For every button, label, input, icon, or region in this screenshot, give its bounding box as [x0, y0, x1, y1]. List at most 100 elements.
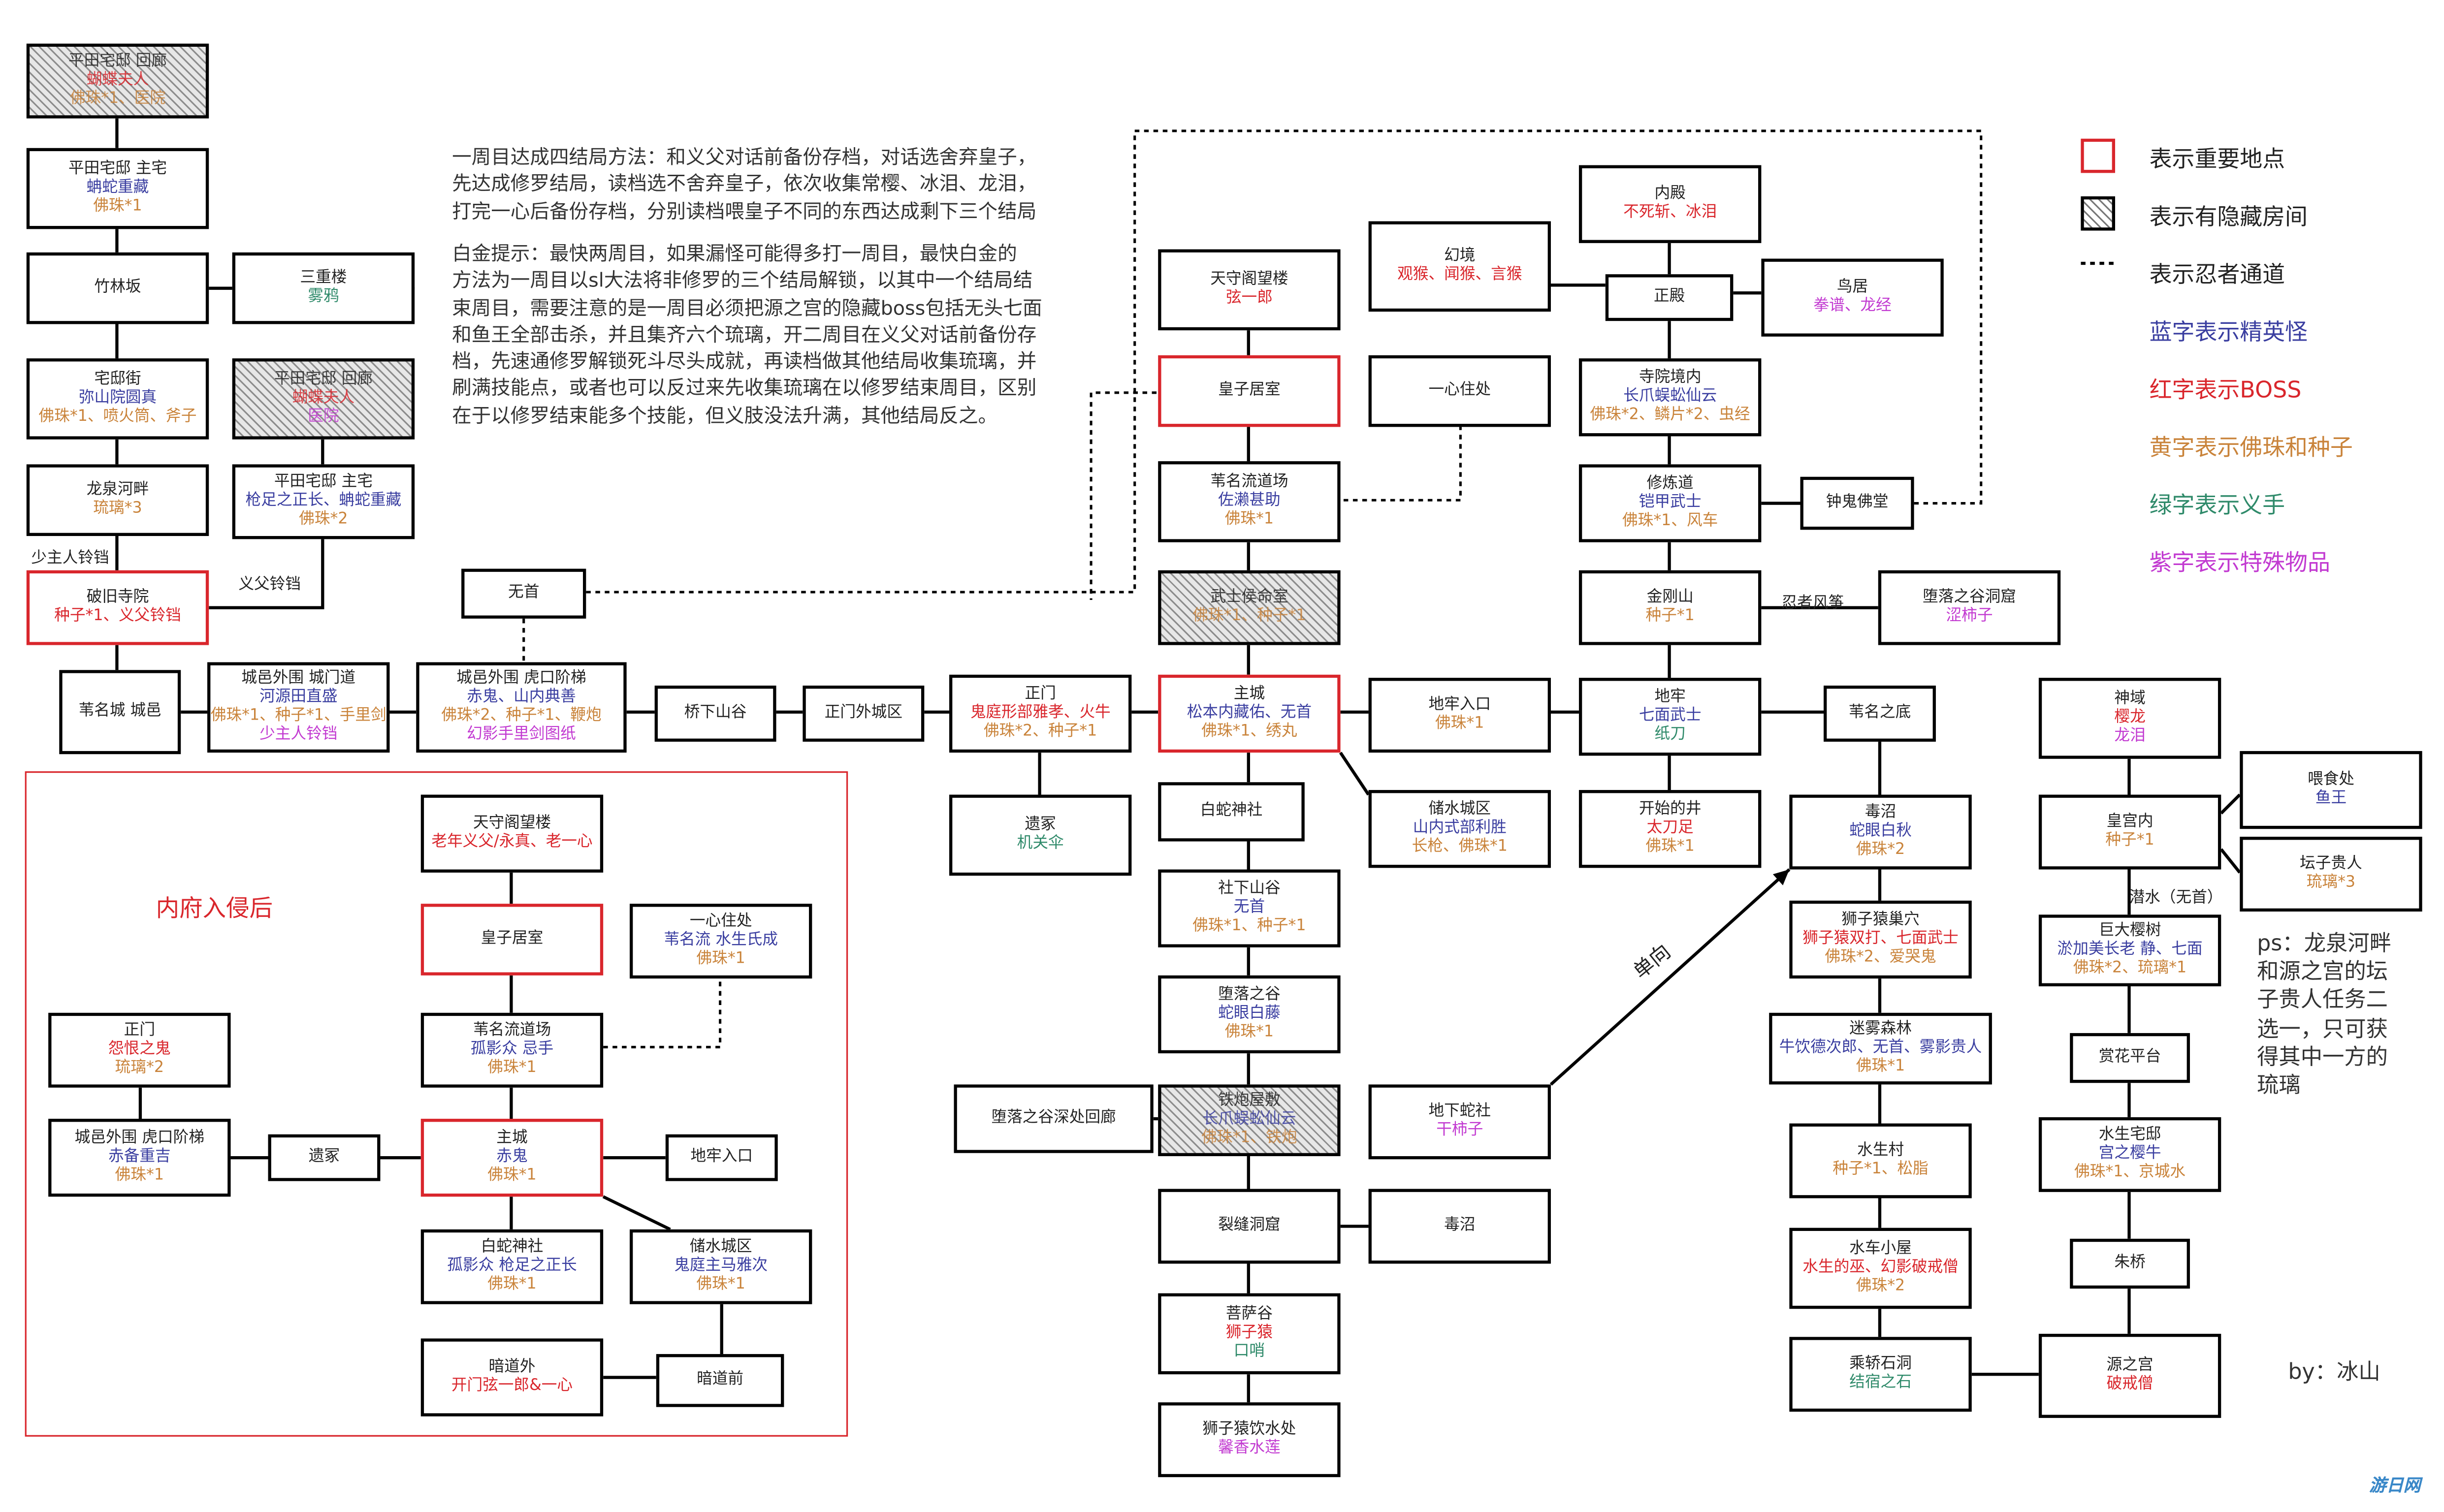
ps-line: ps：龙泉河畔 [2257, 932, 2391, 957]
node-detail: 雾鸦 [308, 288, 339, 306]
location-node-n21: 苇名流道场佐濑甚助佛珠*1 [1158, 461, 1341, 542]
node-title: 正门 [124, 1021, 155, 1039]
node-title: 堕落之谷 [1218, 986, 1281, 1003]
node-title: 遗冢 [1025, 816, 1056, 834]
connector-line [2219, 848, 2241, 874]
location-node-n3: 竹林坂 [26, 252, 209, 324]
note-line: 白金提示：最快两周目，如果漏怪可能得多打一周目，最快白金的 [452, 241, 1017, 265]
node-detail: 结宿之石 [1849, 1374, 1912, 1392]
node-detail: 水生的巫、幻影破戒僧 [1802, 1259, 1959, 1276]
node-title: 地牢 [1654, 688, 1686, 706]
node-title: 开始的井 [1639, 800, 1702, 818]
node-detail: 河源田直盛 [259, 688, 338, 706]
location-node-n44: 堕落之谷洞窟涩柿子 [1878, 570, 2061, 645]
node-detail: 弦一郎 [1225, 289, 1273, 307]
node-title: 朱桥 [2114, 1254, 2146, 1271]
node-title: 社下山谷 [1218, 880, 1281, 897]
node-title: 储水城区 [689, 1238, 752, 1256]
note-line: 束周目，需要注意的是一周目必须把源之宫的隐藏boss包括无头七面 [452, 295, 1042, 319]
node-detail: 干柿子 [1436, 1122, 1483, 1139]
location-node-n32: 地下蛇社干柿子 [1368, 1084, 1551, 1160]
node-detail: 鬼庭主马雅次 [674, 1257, 768, 1275]
node-detail: 佛珠*1 [696, 950, 745, 968]
node-detail: 松本内藏佑、无首 [1187, 704, 1312, 722]
ps-line: 得其中一方的 [2257, 1045, 2388, 1071]
node-title: 暗道前 [697, 1371, 744, 1388]
node-detail: 佛珠*1 [1435, 715, 1484, 732]
node-detail: 佛珠*2、鳞片*2、虫经 [1590, 407, 1750, 424]
node-detail: 医院 [308, 408, 339, 426]
node-detail: 长爪蜈蚣仙云 [1623, 387, 1717, 405]
node-detail: 纸刀 [1654, 726, 1686, 744]
location-node-n12: 城邑外围 城门道河源田直盛佛珠*1、种子*1、手里剑少主人铃铛 [207, 662, 390, 753]
node-detail: 佛珠*1 [115, 1167, 164, 1185]
node-title: 竹林坂 [94, 279, 141, 296]
location-node-n29: 裂缝洞窟 [1158, 1189, 1341, 1264]
node-detail: 蚺蛇重藏 [86, 179, 149, 196]
legend-item: 紫字表示特殊物品 [2149, 551, 2330, 577]
node-detail: 宫之樱牛 [2098, 1145, 2161, 1163]
note-four-endings: 一周目达成四结局方法：和义父对话前备份存档，对话选舍弃皇子， 先达成修罗结局，读… [452, 143, 1036, 224]
invasion-region [25, 771, 848, 1437]
node-detail: 佛珠*1、绣丸 [1201, 723, 1297, 741]
node-detail: 蛇眼白秋 [1849, 822, 1912, 840]
node-detail: 鱼王 [2315, 790, 2347, 807]
node-detail: 牛饮德次郎、无首、雾影贵人 [1779, 1039, 1982, 1057]
note-platinum: 白金提示：最快两周目，如果漏怪可能得多打一周目，最快白金的 方法为一周目以sl大… [452, 240, 1042, 428]
location-node-n24: 白蛇神社 [1158, 782, 1305, 842]
node-detail: 馨香水莲 [1218, 1440, 1281, 1457]
node-title: 水生宅邸 [2098, 1126, 2161, 1143]
ninja-passage-connector [1090, 391, 1157, 600]
note-line: 方法为一周目以sl大法将非修罗的三个结局解锁，以其中一个结局结 [452, 268, 1033, 292]
node-title: 暗道外 [488, 1358, 536, 1376]
node-detail: 佛珠*1、京城水 [2074, 1164, 2186, 1181]
location-node-n57: 皇宫内种子*1 [2038, 794, 2221, 870]
location-node-n43: 金刚山种子*1 [1578, 570, 1762, 645]
ninja-passage-connector [586, 129, 1983, 594]
node-detail: 观猴、闻猴、言猴 [1397, 266, 1522, 284]
connector-line [2220, 793, 2241, 815]
node-title: 赏花平台 [2098, 1048, 2161, 1066]
location-node-m5: 正门怨恨之鬼琉璃*2 [48, 1012, 231, 1088]
node-title: 城邑外围 虎口阶梯 [74, 1129, 205, 1147]
node-title: 白蛇神社 [1200, 802, 1263, 819]
node-title: 储水城区 [1428, 800, 1491, 818]
node-title: 内殿 [1654, 185, 1686, 202]
node-detail: 蛇眼白藤 [1218, 1005, 1281, 1022]
location-node-n31: 狮子猿饮水处馨香水莲 [1158, 1402, 1341, 1478]
legend-hidden-swatch [2081, 196, 2115, 231]
location-node-n4: 三重楼雾鸦 [232, 252, 415, 324]
edge-label-dive: 潜水（无首） [2129, 889, 2223, 907]
node-title: 主城 [1233, 685, 1265, 702]
location-node-n9: 破旧寺院种子*1、义父铃铛 [26, 570, 209, 645]
node-detail: 种子*1、义父铃铛 [54, 607, 181, 625]
location-node-n7: 龙泉河畔琉璃*3 [26, 464, 209, 536]
node-detail: 龙泪 [2114, 727, 2146, 745]
node-title: 迷雾森林 [1849, 1020, 1912, 1038]
location-node-m9: 地牢入口 [665, 1134, 778, 1181]
node-detail: 樱龙 [2114, 709, 2146, 726]
location-node-n18: 天守阁望楼弦一郎 [1158, 249, 1341, 331]
node-detail: 种子*1、松脂 [1833, 1161, 1929, 1178]
node-title: 桥下山谷 [684, 704, 747, 722]
node-title: 平田宅邸 主宅 [274, 473, 373, 491]
location-node-n38: 正殿 [1605, 274, 1734, 321]
ps-line: 子贵人任务二 [2257, 988, 2388, 1013]
node-detail: 机关伞 [1017, 835, 1064, 852]
arrow-head [1772, 869, 1790, 885]
location-node-n55: 神域樱龙龙泪 [2038, 678, 2221, 759]
node-title: 苇名流道场 [473, 1021, 551, 1039]
location-node-n39: 鸟居拳谱、龙经 [1761, 258, 1944, 337]
node-detail: 孤影众 枪足之正长 [447, 1257, 577, 1275]
node-title: 修炼道 [1646, 474, 1694, 492]
legend-item: 表示有隐藏房间 [2149, 205, 2308, 231]
node-title: 钟鬼佛堂 [1826, 494, 1889, 511]
location-node-n25: 社下山谷无首佛珠*1、种子*1 [1158, 869, 1341, 947]
node-title: 主城 [496, 1129, 528, 1147]
note-line: 和鱼王全部击杀，并且集齐六个琉璃，开二周目在义父对话前备份存 [452, 322, 1037, 346]
node-detail: 琉璃*2 [115, 1060, 164, 1077]
node-title: 裂缝洞窟 [1218, 1217, 1281, 1234]
node-detail: 佛珠*1 [93, 198, 142, 216]
author-credit: by：冰山 [2288, 1360, 2380, 1386]
